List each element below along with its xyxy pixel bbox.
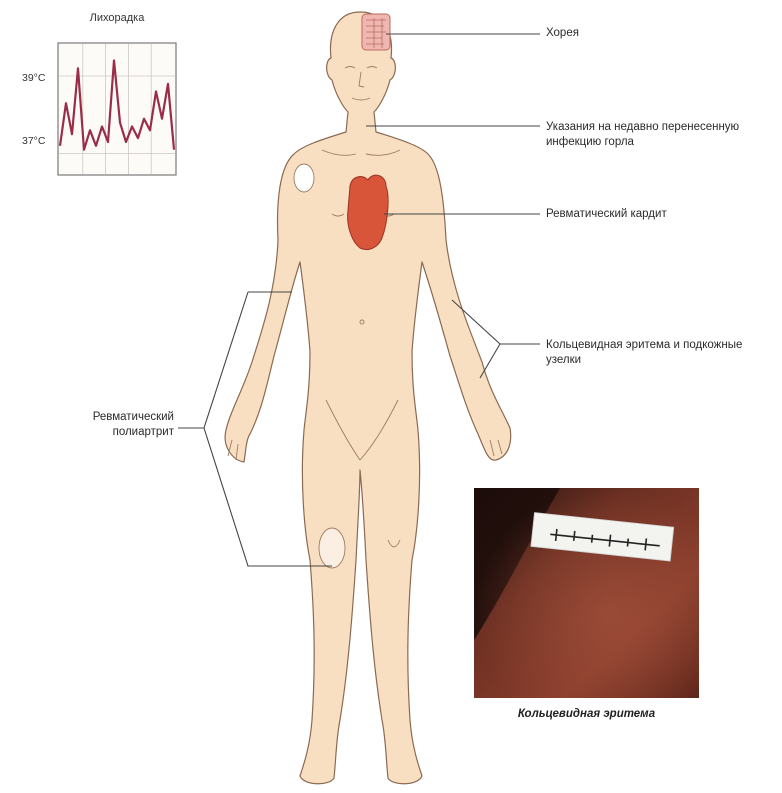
body-silhouette — [225, 12, 511, 784]
label-erythema-line1: Кольцевидная эритема и подкожные — [546, 338, 742, 353]
label-polyarthritis-line1: Ревматический — [78, 410, 174, 425]
label-erythema-line2: узелки — [546, 353, 742, 368]
knee-joint-highlight — [319, 528, 345, 568]
label-polyarthritis: Ревматический полиартрит — [78, 410, 174, 440]
fever-chart-title: Лихорадка — [58, 12, 176, 24]
brain-inset — [362, 14, 390, 50]
label-strep-line1: Указания на недавно перенесенную — [546, 120, 739, 135]
photo-caption: Кольцевидная эритема — [474, 708, 699, 720]
human-figure — [225, 12, 511, 784]
label-polyarthritis-line2: полиартрит — [78, 425, 174, 440]
label-erythema-nodules: Кольцевидная эритема и подкожные узелки — [546, 338, 742, 368]
label-carditis: Ревматический кардит — [546, 207, 667, 222]
label-strep-line2: инфекцию горла — [546, 135, 739, 150]
fever-chart-tick-37: 37°C — [22, 135, 45, 147]
fever-chart-frame — [58, 43, 176, 175]
label-strep-infection: Указания на недавно перенесенную инфекци… — [546, 120, 739, 150]
shoulder-joint-highlight — [294, 164, 314, 192]
erythema-photo — [474, 488, 699, 698]
heart-illustration — [348, 175, 388, 249]
label-chorea: Хорея — [546, 26, 579, 41]
fever-chart — [58, 43, 176, 175]
fever-chart-tick-39: 39°C — [22, 72, 45, 84]
